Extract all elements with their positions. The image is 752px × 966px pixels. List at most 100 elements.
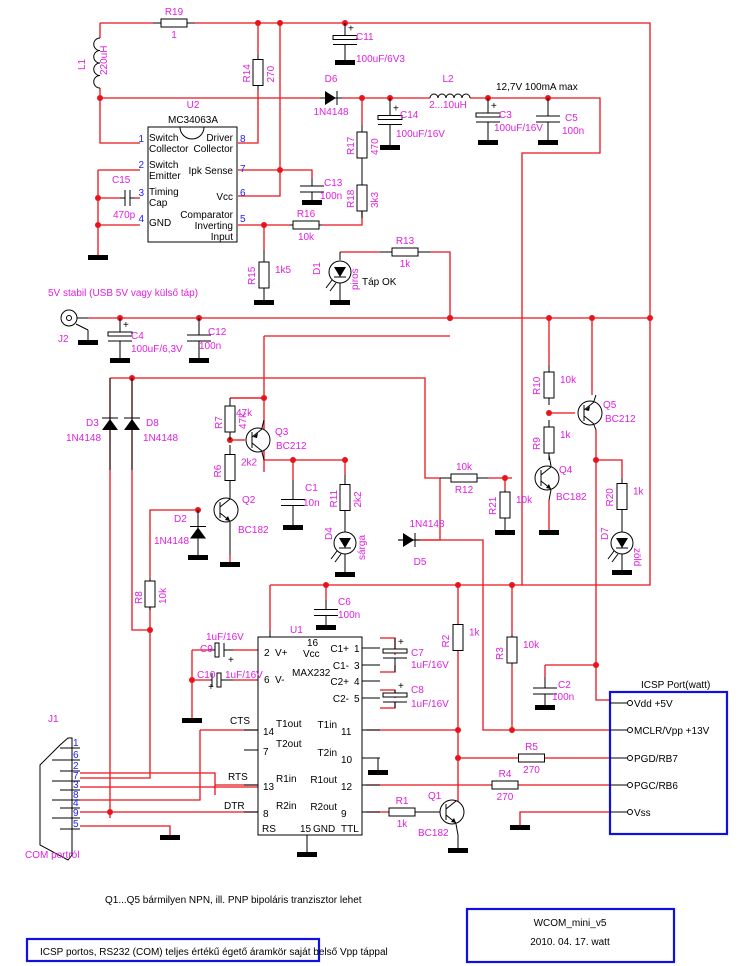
- resistor-r6: [224, 454, 236, 481]
- resistor-r16: [292, 220, 320, 230]
- diode-d6: [325, 91, 336, 105]
- plus-sign: +: [398, 637, 404, 648]
- icsp-pin: [627, 700, 633, 706]
- pin-name: Cap: [149, 198, 168, 209]
- resistor-label-top: R16: [297, 209, 316, 220]
- bjt-lead: [455, 823, 459, 836]
- resistor-value: 10k: [560, 375, 577, 386]
- cap-value: 470p: [113, 210, 136, 221]
- resistor-label-top: R5: [525, 742, 538, 753]
- transistor-type: BC182: [556, 492, 587, 503]
- inductor-ref: L2: [442, 74, 454, 85]
- cap-value: 100n: [320, 191, 342, 202]
- cap-value: 1uF/16V: [206, 632, 244, 643]
- pin-name: Comparator: [180, 210, 233, 221]
- db9-pin-number: 5: [73, 819, 79, 830]
- resistor-ref: R17: [346, 136, 357, 155]
- cap-value: 100n: [552, 692, 574, 703]
- resistor-r18: [356, 184, 368, 212]
- wire: [131, 378, 151, 631]
- pin-number: 3: [138, 188, 144, 199]
- resistor-value: 2k2: [353, 491, 364, 508]
- wire: [80, 825, 171, 835]
- resistor-r8: [144, 580, 156, 608]
- resistor-r5: [518, 753, 545, 763]
- resistor-r1: [388, 807, 416, 817]
- wire: [99, 88, 140, 144]
- pin-name: T2out: [276, 739, 302, 750]
- junction-dot: [589, 315, 595, 321]
- bjt-collector: [583, 401, 595, 411]
- pin-name: R2in: [276, 801, 297, 812]
- led-color: sárga: [357, 535, 368, 560]
- transistor-type: BC212: [605, 414, 636, 425]
- pin-name: C2-: [333, 694, 349, 705]
- db9-pin-number: 1: [73, 738, 79, 749]
- ground-symbol: [220, 562, 240, 567]
- plus-sign: +: [393, 104, 399, 115]
- diode-ref: D8: [146, 418, 159, 429]
- resistor-value: 1k5: [275, 265, 292, 276]
- cap-value: 100uF/6V3: [356, 54, 405, 65]
- resistor-label-bottom: 270: [523, 765, 540, 776]
- signal-label: DTR: [224, 801, 245, 812]
- cap-ref: C5: [565, 113, 578, 124]
- junction-dot: [107, 809, 113, 815]
- icsp-pin-label: Vdd +5V: [634, 699, 673, 710]
- plus-sign: +: [123, 320, 129, 331]
- led-light-ray: [334, 553, 342, 563]
- junction-dot: [455, 727, 461, 733]
- junction-dot: [323, 582, 329, 588]
- cap-c9: [214, 642, 220, 658]
- pin-name: T2in: [318, 748, 337, 759]
- ground-symbol: [510, 825, 530, 830]
- db9-pin-number: 4: [73, 798, 79, 809]
- db9-pin-number: 2: [73, 761, 79, 772]
- ground-symbol: [189, 358, 209, 363]
- ground-symbol: [612, 570, 632, 575]
- pin-name: GND: [313, 824, 335, 835]
- resistor-ref: R3: [495, 647, 506, 660]
- bjt-collector: [219, 498, 231, 508]
- resistor-ref: R7: [214, 416, 225, 429]
- ground-symbol: [448, 848, 468, 853]
- pin-number: 5: [354, 694, 360, 705]
- ground-symbol: [297, 852, 317, 857]
- connector-ref: J2: [58, 334, 69, 345]
- cap-value: 10n: [303, 498, 320, 509]
- ic-side-label: RS: [262, 824, 276, 835]
- resistor-ref: R9: [532, 437, 543, 450]
- icsp-pin: [627, 755, 633, 761]
- ground-symbol: [88, 255, 108, 260]
- transistor-ref: Q2: [242, 495, 256, 506]
- inductor-l2: [429, 93, 471, 99]
- pin-name: Input: [211, 232, 233, 243]
- ic-u1: [257, 636, 363, 836]
- pin-name: Vcc: [216, 192, 233, 203]
- title-text: WCOM_mini_v5: [534, 918, 607, 929]
- pin-number: 2: [138, 160, 144, 171]
- pin-number: 13: [263, 782, 275, 793]
- ground-symbol: [160, 835, 180, 840]
- cap-ref: C11: [356, 32, 374, 43]
- led-ref: D1: [312, 262, 323, 275]
- ground-symbol: [316, 625, 336, 630]
- wire: [380, 665, 396, 673]
- led-triangle: [339, 538, 351, 548]
- resistor-value: 2k2: [241, 458, 258, 469]
- junction-dot: [455, 755, 461, 761]
- diode-value: 1N4148: [154, 536, 189, 547]
- cap-c10: [216, 672, 222, 688]
- junction-dot: [593, 457, 599, 463]
- ground-symbol: [110, 358, 130, 363]
- resistor-r10: [543, 371, 555, 399]
- resistor-value: 1k: [469, 628, 481, 639]
- pin-name: V+: [275, 648, 288, 659]
- pin-name: T1in: [318, 720, 337, 731]
- pin-number: 2: [264, 648, 270, 659]
- bjt-emitter: [583, 415, 595, 425]
- cap-value: 100uF/16V: [396, 129, 445, 140]
- diode-d2: [190, 527, 206, 539]
- transistor-note: Q1...Q5 bármilyen NPN, ill. PNP bipolári…: [105, 895, 362, 906]
